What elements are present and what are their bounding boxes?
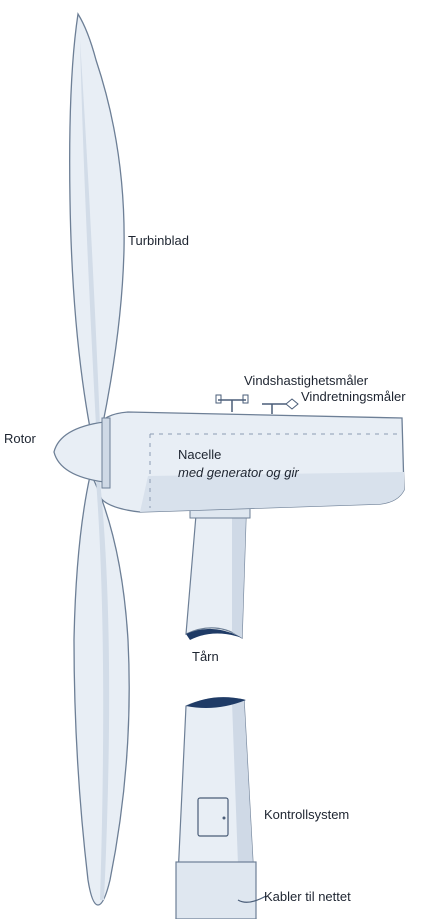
label-vindretningsmaler: Vindretningsmåler (301, 390, 406, 403)
tower-base (176, 862, 256, 919)
label-kontrollsystem: Kontrollsystem (264, 808, 349, 821)
label-vindshastighetsmaler: Vindshastighetsmåler (244, 374, 368, 387)
wind-speed-meter (216, 395, 248, 412)
rotor-hub-flange (102, 418, 110, 488)
wind-direction-meter (262, 399, 298, 414)
label-tarn: Tårn (192, 650, 219, 663)
control-system-handle (223, 817, 226, 820)
label-turbinblad: Turbinblad (128, 234, 189, 247)
tower-upper-shade (232, 515, 246, 638)
label-kabler: Kabler til nettet (264, 890, 351, 903)
label-nacelle: Nacelle (178, 448, 221, 461)
label-rotor: Rotor (4, 432, 36, 445)
label-nacelle-sub: med generator og gir (178, 466, 299, 479)
rotor-hub-spinner (54, 422, 104, 482)
